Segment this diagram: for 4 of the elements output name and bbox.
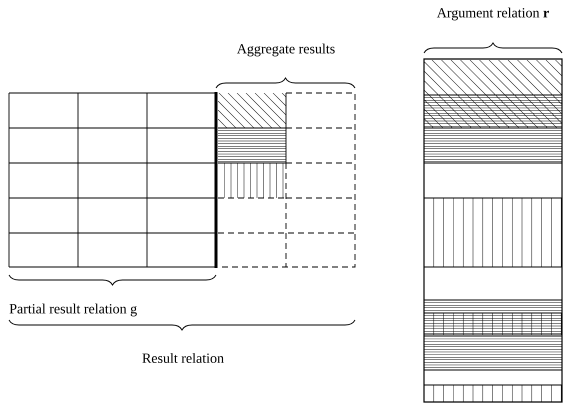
brace-label: Result relation — [142, 353, 224, 363]
brace-label: Aggregate results — [236, 44, 335, 56]
brace-label: Partial result relation g — [10, 304, 137, 316]
brace-label: Argument relation r — [436, 8, 549, 20]
